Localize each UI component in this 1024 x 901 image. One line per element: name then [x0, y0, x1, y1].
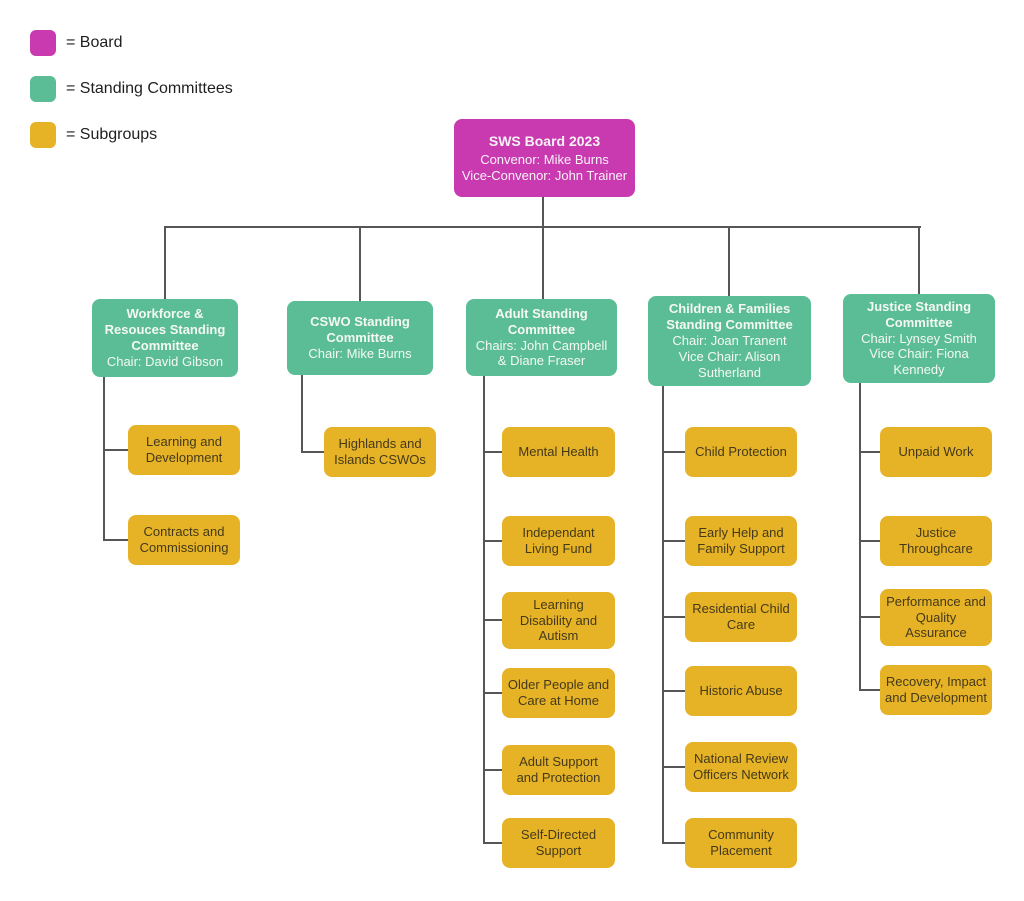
- connector-line: [662, 451, 685, 453]
- connector-line: [859, 616, 880, 618]
- connector-line: [918, 226, 920, 294]
- connector-line: [662, 616, 685, 618]
- subgroup-node-community-placement: Community Placement: [685, 818, 797, 868]
- connector-line: [301, 451, 325, 453]
- subgroup-node-mental-health: Mental Health: [502, 427, 615, 477]
- committee-title: Children & Families Standing Committee: [666, 301, 793, 333]
- legend-label: = Board: [66, 34, 123, 51]
- connector-line: [662, 386, 664, 844]
- board-title: SWS Board 2023: [488, 132, 601, 149]
- connector-line: [662, 540, 685, 542]
- subgroup-node-justice-throughcare: Justice Throughcare: [880, 516, 992, 566]
- subgroup-node-performance-quality-assurance: Performance and Quality Assurance: [880, 589, 992, 646]
- committee-chair: Chair: Mike Burns: [308, 345, 412, 361]
- subgroup-node-highlands-islands-cswos: Highlands and Islands CSWOs: [324, 427, 436, 477]
- committee-chair: Chair: Joan Tranent: [672, 333, 787, 349]
- connector-line: [483, 619, 502, 621]
- committee-node-justice: Justice Standing Committee Chair: Lynsey…: [843, 294, 995, 383]
- subgroup-node-contracts-commissioning: Contracts and Commissioning: [128, 515, 240, 565]
- connector-line: [483, 769, 502, 771]
- subgroup-node-early-help-family-support: Early Help and Family Support: [685, 516, 797, 566]
- connector-line: [859, 451, 880, 453]
- committee-node-adult: Adult Standing Committee Chairs: John Ca…: [466, 299, 617, 376]
- connector-line: [483, 376, 485, 844]
- board-node: SWS Board 2023 Convenor: Mike Burns Vice…: [454, 119, 635, 197]
- legend-item-board: = Board: [30, 30, 122, 56]
- connector-line: [662, 766, 685, 768]
- connector-line: [103, 377, 105, 541]
- board-vice-convenor: Vice-Convenor: John Trainer: [461, 167, 628, 183]
- connector-line: [859, 540, 880, 542]
- legend-label: = Standing Committees: [66, 80, 233, 97]
- connector-line: [483, 692, 502, 694]
- connector-line: [483, 451, 502, 453]
- committee-node-children-families: Children & Families Standing Committee C…: [648, 296, 811, 386]
- subgroup-node-recovery-impact-development: Recovery, Impact and Development: [880, 665, 992, 715]
- connector-line: [542, 226, 544, 299]
- board-color-swatch: [30, 30, 56, 56]
- connector-line: [859, 689, 880, 691]
- connector-line: [359, 226, 361, 301]
- subgroup-node-residential-child-care: Residential Child Care: [685, 592, 797, 642]
- standing-committees-color-swatch: [30, 76, 56, 102]
- connector-line: [103, 539, 128, 541]
- connector-line: [662, 842, 685, 844]
- subgroup-node-unpaid-work: Unpaid Work: [880, 427, 992, 477]
- connector-line: [542, 197, 544, 228]
- committee-title: Justice Standing Committee: [866, 298, 972, 330]
- subgroup-node-older-people-care-at-home: Older People and Care at Home: [502, 668, 615, 718]
- subgroup-node-historic-abuse: Historic Abuse: [685, 666, 797, 716]
- committee-node-cswo: CSWO Standing Committee Chair: Mike Burn…: [287, 301, 433, 375]
- committee-node-workforce-resources: Workforce & Resouces Standing Committee …: [92, 299, 238, 377]
- committee-chair: Chair: David Gibson: [106, 353, 224, 369]
- connector-line: [728, 226, 730, 296]
- subgroup-node-self-directed-support: Self-Directed Support: [502, 818, 615, 868]
- subgroup-node-adult-support-protection: Adult Support and Protection: [502, 745, 615, 795]
- board-convenor: Convenor: Mike Burns: [480, 151, 609, 167]
- committee-vice-chair: Vice Chair: Fiona Kennedy: [869, 346, 969, 378]
- committee-chair: Chairs: John Campbell & Diane Fraser: [475, 337, 608, 369]
- legend-item-subgroups: = Subgroups: [30, 122, 157, 148]
- connector-line: [301, 375, 303, 453]
- subgroups-color-swatch: [30, 122, 56, 148]
- subgroup-node-learning-disability-autism: Learning Disability and Autism: [502, 592, 615, 649]
- committee-vice-chair: Vice Chair: Alison Sutherland: [678, 348, 781, 380]
- connector-line: [483, 842, 502, 844]
- legend-label: = Subgroups: [66, 126, 158, 143]
- connector-line: [164, 226, 166, 299]
- legend-item-standing-committees: = Standing Committees: [30, 76, 233, 102]
- committee-title: Adult Standing Committee: [495, 305, 588, 337]
- committee-title: Workforce & Resouces Standing Committee: [104, 306, 226, 353]
- connector-line: [103, 449, 128, 451]
- committee-title: CSWO Standing Committee: [310, 314, 410, 346]
- subgroup-node-national-review-officers-network: National Review Officers Network: [685, 742, 797, 792]
- subgroup-node-learning-development: Learning and Development: [128, 425, 240, 475]
- connector-line: [483, 540, 502, 542]
- subgroup-node-independant-living-fund: Independant Living Fund: [502, 516, 615, 566]
- connector-line: [662, 690, 685, 692]
- subgroup-node-child-protection: Child Protection: [685, 427, 797, 477]
- connector-line: [859, 383, 861, 691]
- committee-chair: Chair: Lynsey Smith: [861, 330, 977, 346]
